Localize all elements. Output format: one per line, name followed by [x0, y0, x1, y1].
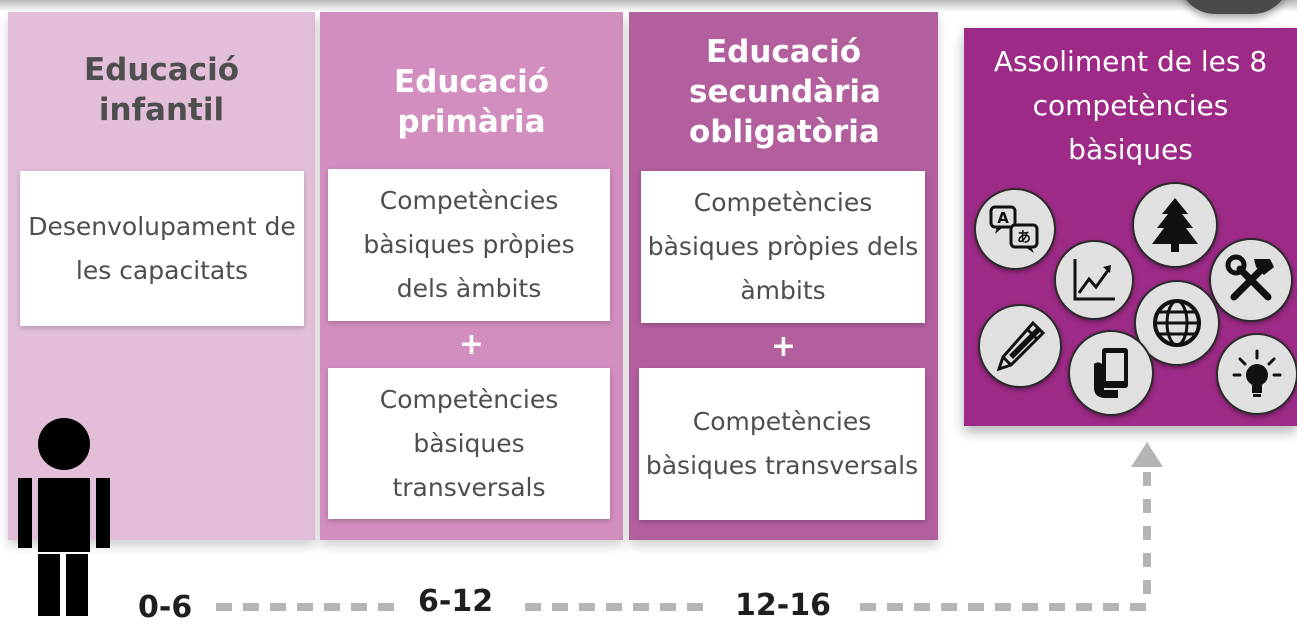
- growth-chart-icon: [1054, 240, 1134, 320]
- student-figure-icon: [18, 418, 110, 616]
- top-shadow-line: [0, 0, 1297, 12]
- tablet-hand-icon: [1068, 330, 1154, 416]
- stage-primaria: Educació primària Competències bàsiques …: [320, 12, 623, 540]
- lightbulb-icon: [1216, 333, 1297, 415]
- stage-secundaria: Educació secundària obligatòria Competèn…: [629, 12, 938, 540]
- stage-primaria-plus: +: [458, 327, 485, 362]
- stage-secundaria-box-1: Competències bàsiques pròpies dels àmbit…: [641, 171, 925, 323]
- language-translation-icon: A あ: [974, 188, 1056, 270]
- tree-icon: [1132, 182, 1218, 268]
- age-label-infantil: 0-6: [138, 590, 193, 625]
- stage-primaria-box-1: Competències bàsiques pròpies dels àmbit…: [328, 169, 610, 321]
- tools-icon: [1209, 238, 1293, 322]
- corner-decoration: [1179, 0, 1289, 14]
- goal-box: Assoliment de les 8 competències bàsique…: [964, 28, 1297, 426]
- stage-secundaria-box-2: Competències bàsiques transversals: [639, 368, 925, 520]
- svg-text:あ: あ: [1017, 230, 1031, 246]
- pencil-icon: [978, 304, 1062, 388]
- age-label-secundaria: 12-16: [735, 588, 831, 623]
- stage-secundaria-title: Educació secundària obligatòria: [689, 34, 881, 150]
- svg-text:A: A: [997, 209, 1009, 227]
- stage-primaria-title: Educació primària: [393, 64, 550, 140]
- goal-title: Assoliment de les 8 competències bàsique…: [993, 45, 1268, 166]
- stage-infantil-title: Educació infantil: [83, 52, 240, 128]
- stage-infantil-box: Desenvolupament de les capacitats: [20, 171, 304, 326]
- age-label-primaria: 6-12: [418, 584, 494, 619]
- stage-secundaria-plus: +: [770, 329, 797, 364]
- stage-primaria-box-2: Competències bàsiques transversals: [328, 368, 610, 519]
